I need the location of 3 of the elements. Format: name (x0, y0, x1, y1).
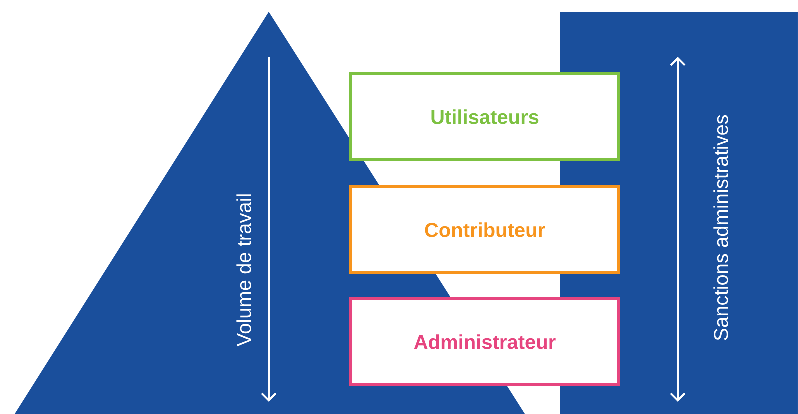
role-box: Administrateur (350, 297, 620, 386)
role-box: Utilisateurs (350, 72, 620, 162)
role-box: Contributeur (350, 186, 620, 274)
